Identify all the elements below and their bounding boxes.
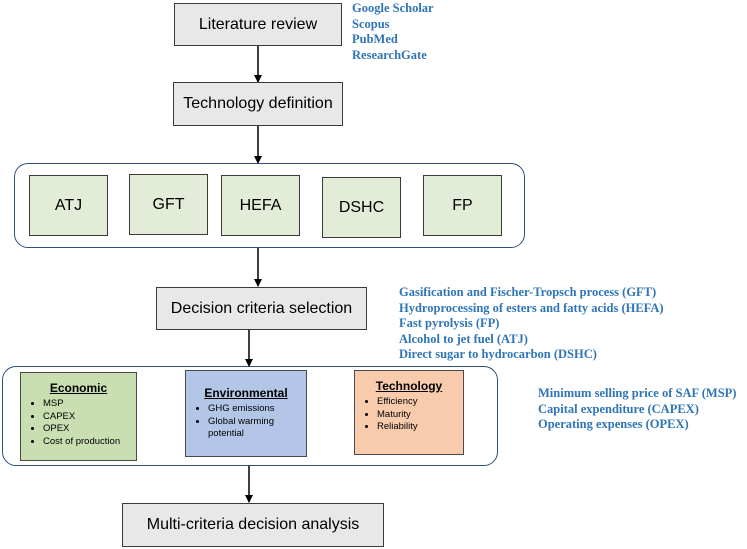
technology-box-fp: FP bbox=[423, 175, 502, 236]
technology-title: Technology bbox=[375, 379, 443, 393]
decision-criteria-selection-box: Decision criteria selection bbox=[156, 287, 367, 330]
criteria-item: GHG emissions bbox=[208, 403, 306, 416]
technology-box-hefa: HEFA bbox=[221, 175, 300, 236]
criteria-item: Reliability bbox=[377, 421, 463, 434]
technology-name: Fast pyrolysis (FP) bbox=[399, 316, 500, 330]
technology-label: ATJ bbox=[54, 196, 83, 214]
abbreviation-item: Operating expenses (OPEX) bbox=[538, 417, 689, 431]
technology-criteria-box: Technology Efficiency Maturity Reliabili… bbox=[354, 370, 464, 455]
technology-box-atj: ATJ bbox=[29, 175, 108, 236]
technology-label: FP bbox=[452, 196, 473, 214]
technology-name: Direct sugar to hydrocarbon (DSHC) bbox=[399, 347, 597, 361]
source-item: Scopus bbox=[352, 16, 390, 31]
literature-review-box: Literature review bbox=[174, 3, 342, 46]
technology-names-list: Gasification and Fischer-Tropsch process… bbox=[399, 285, 664, 363]
technology-name: Hydroprocessing of esters and fatty acid… bbox=[399, 300, 664, 315]
source-item: Google Scholar bbox=[352, 1, 434, 15]
decision-criteria-selection-label: Decision criteria selection bbox=[170, 299, 353, 317]
criteria-item: Global warming potential bbox=[208, 416, 306, 441]
technology-box-dshc: DSHC bbox=[322, 177, 401, 238]
criteria-item: Efficiency bbox=[377, 396, 463, 409]
technology-name: Alcohol to jet fuel (ATJ) bbox=[399, 331, 528, 346]
criteria-item: MSP bbox=[43, 398, 136, 411]
economic-criteria-box: Economic MSP CAPEX OPEX Cost of producti… bbox=[20, 372, 137, 461]
criteria-item: Cost of production bbox=[43, 436, 136, 449]
technology-label: DSHC bbox=[338, 198, 385, 216]
technology-definition-label: Technology definition bbox=[183, 95, 333, 112]
environmental-title: Environmental bbox=[204, 386, 288, 400]
technology-definition-box: Technology definition bbox=[173, 82, 343, 126]
source-item: ResearchGate bbox=[352, 47, 427, 62]
abbreviation-item: Capital expenditure (CAPEX) bbox=[538, 401, 699, 416]
technology-label: HEFA bbox=[239, 196, 282, 214]
mcda-box: Multi-criteria decision analysis bbox=[122, 503, 384, 547]
criteria-item: OPEX bbox=[43, 423, 136, 436]
literature-review-label: Literature review bbox=[198, 15, 318, 33]
criteria-item: Maturity bbox=[377, 409, 463, 422]
technology-label: GFT bbox=[152, 195, 185, 213]
economic-title: Economic bbox=[49, 381, 108, 395]
criteria-item: CAPEX bbox=[43, 411, 136, 424]
environmental-criteria-box: Environmental GHG emissions Global warmi… bbox=[185, 370, 307, 457]
abbreviations-list: Minimum selling price of SAF (MSP) Capit… bbox=[538, 386, 736, 433]
mcda-label: Multi-criteria decision analysis bbox=[146, 516, 360, 533]
technology-name: Gasification and Fischer-Tropsch process… bbox=[399, 285, 657, 299]
source-item: PubMed bbox=[352, 32, 398, 46]
abbreviation-item: Minimum selling price of SAF (MSP) bbox=[538, 386, 737, 400]
literature-sources: Google Scholar Scopus PubMed ResearchGat… bbox=[352, 1, 434, 63]
technology-box-gft: GFT bbox=[129, 174, 208, 235]
